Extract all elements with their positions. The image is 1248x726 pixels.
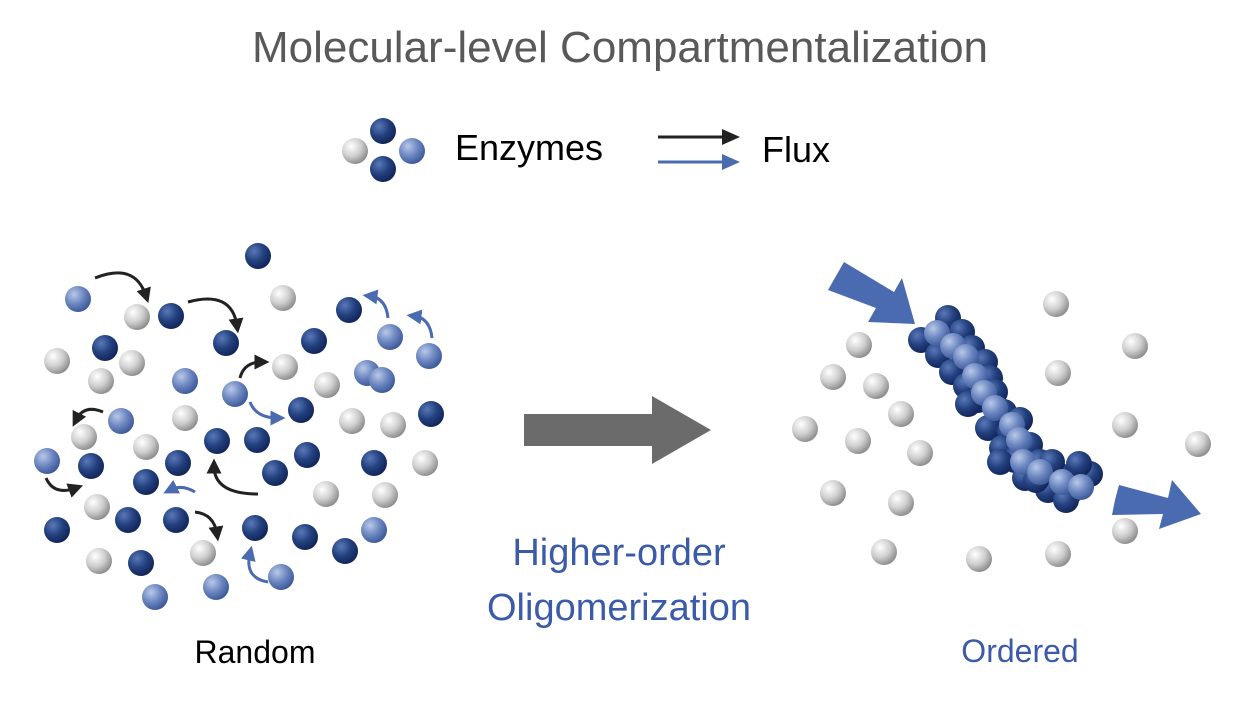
enzyme-sphere (1027, 459, 1053, 485)
enzyme-sphere (336, 297, 362, 323)
enzyme-sphere (78, 453, 104, 479)
enzyme-sphere (1066, 451, 1092, 477)
enzyme-sphere (871, 539, 897, 565)
enzyme-sphere (1112, 518, 1138, 544)
enzyme-sphere (203, 574, 229, 600)
enzyme-sphere (84, 494, 110, 520)
process-arrow-icon (524, 396, 711, 464)
enzyme-sphere (369, 367, 395, 393)
enzyme-sphere (1045, 541, 1071, 567)
enzyme-sphere (888, 401, 914, 427)
enzyme-sphere (792, 416, 818, 442)
random-flux-arrows (44, 271, 434, 584)
ordered-label: Ordered (961, 633, 1078, 669)
random-label: Random (195, 634, 316, 670)
enzyme-sphere (1112, 412, 1138, 438)
enzyme-sphere (1045, 360, 1071, 386)
enzyme-sphere (158, 303, 184, 329)
enzyme-sphere (975, 415, 1001, 441)
enzyme-sphere (907, 440, 933, 466)
diagram-title: Molecular-level Compartmentalization (252, 23, 988, 72)
ordered-free-enzymes (792, 291, 1211, 572)
enzyme-sphere (339, 408, 365, 434)
enzyme-sphere (412, 450, 438, 476)
enzyme-sphere (190, 540, 216, 566)
enzyme-sphere (270, 285, 296, 311)
enzyme-sphere (244, 427, 270, 453)
enzyme-sphere (92, 335, 118, 361)
enzyme-sphere (242, 515, 268, 541)
ordered-flux-out-arrow-icon (1112, 480, 1201, 529)
enzyme-sphere (966, 546, 992, 572)
legend-flux-arrows (658, 129, 740, 170)
enzyme-sphere (133, 469, 159, 495)
enzyme-sphere (1122, 333, 1148, 359)
enzyme-sphere (332, 538, 358, 564)
enzyme-sphere (65, 286, 91, 312)
enzyme-sphere (115, 507, 141, 533)
enzyme-sphere (361, 517, 387, 543)
enzyme-sphere (204, 428, 230, 454)
enzyme-sphere (172, 368, 198, 394)
process-label-line2: Oligomerization (487, 587, 751, 629)
legend-flux-label: Flux (762, 129, 830, 170)
enzyme-sphere (1006, 427, 1032, 453)
enzyme-sphere (245, 243, 271, 269)
enzyme-sphere (71, 424, 97, 450)
enzyme-sphere (1043, 291, 1069, 317)
enzyme-sphere (34, 448, 60, 474)
enzyme-sphere (372, 482, 398, 508)
enzyme-sphere (982, 395, 1008, 421)
enzyme-sphere (142, 584, 168, 610)
enzyme-sphere (863, 373, 889, 399)
enzyme-sphere (845, 428, 871, 454)
enzyme-sphere (292, 524, 318, 550)
ordered-flux-in-arrow-icon (828, 262, 915, 324)
enzyme-sphere (418, 401, 444, 427)
ordered-enzyme-complex (908, 305, 1103, 513)
enzyme-sphere (288, 397, 314, 423)
enzyme-sphere (163, 507, 189, 533)
enzyme-sphere (416, 343, 442, 369)
enzyme-sphere (124, 304, 150, 330)
enzyme-sphere (119, 350, 145, 376)
enzyme-sphere (213, 330, 239, 356)
enzyme-sphere (1185, 431, 1211, 457)
enzyme-sphere (820, 364, 846, 390)
legend: Enzymes Flux (342, 118, 830, 182)
enzyme-sphere (314, 372, 340, 398)
enzyme-sphere (262, 460, 288, 486)
enzyme-sphere (88, 368, 114, 394)
enzyme-sphere (108, 408, 134, 434)
enzyme-sphere (846, 332, 872, 358)
legend-enzymes-icon (342, 118, 425, 182)
enzyme-sphere (301, 328, 327, 354)
enzyme-sphere (44, 348, 70, 374)
enzyme-sphere (128, 550, 154, 576)
legend-enzymes-label: Enzymes (455, 127, 603, 168)
enzyme-sphere (222, 381, 248, 407)
enzyme-sphere (380, 412, 406, 438)
enzyme-sphere (1068, 474, 1094, 500)
enzyme-sphere (361, 450, 387, 476)
enzyme-sphere (44, 517, 70, 543)
enzyme-sphere (313, 481, 339, 507)
enzyme-sphere (820, 480, 846, 506)
enzyme-sphere (86, 548, 112, 574)
process-label-line1: Higher-order (512, 532, 726, 574)
enzyme-sphere (268, 564, 294, 590)
enzyme-sphere (888, 490, 914, 516)
enzyme-sphere (172, 405, 198, 431)
enzyme-sphere (294, 442, 320, 468)
enzyme-sphere (165, 450, 191, 476)
enzyme-sphere (272, 354, 298, 380)
enzyme-sphere (133, 434, 159, 460)
enzyme-sphere (377, 324, 403, 350)
enzyme-sphere (987, 449, 1013, 475)
random-enzyme-cluster (34, 243, 444, 610)
